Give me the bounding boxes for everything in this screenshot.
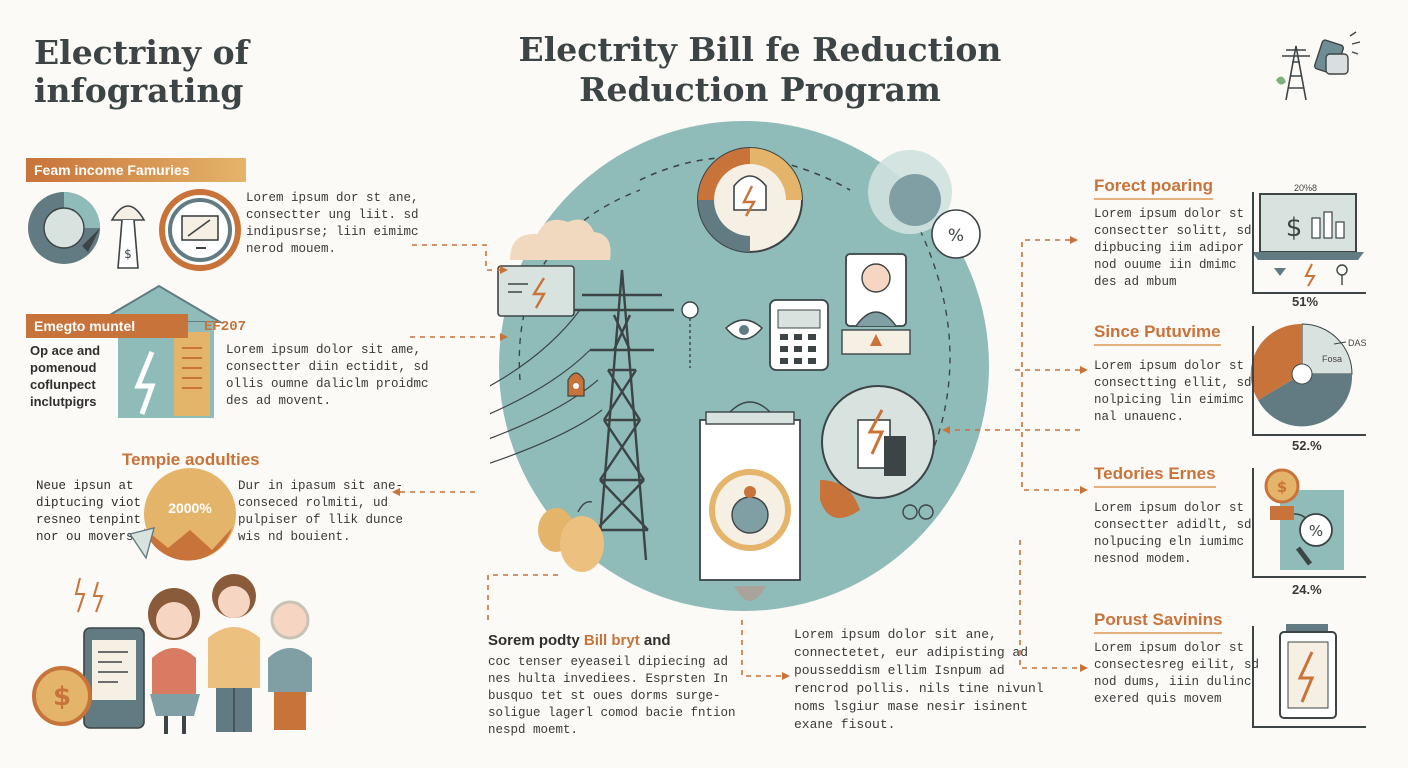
man-figure xyxy=(208,574,260,732)
central-scene: % xyxy=(490,121,989,611)
income-description: Lorem ipsum dor st ane, consectter ung l… xyxy=(246,191,419,256)
lamp-head-icon xyxy=(567,372,585,397)
monitor-ring-icon xyxy=(159,189,241,271)
tempie-side-label: Neue ipsun at diptucing viot resneo tenp… xyxy=(36,479,142,544)
page-title-line2: Reduction Program xyxy=(579,70,941,109)
svg-text:$: $ xyxy=(53,682,71,712)
calculator-icon xyxy=(769,299,829,371)
savings-description: Lorem ipsum dolor st consectesreg eilit,… xyxy=(1094,641,1260,706)
tedories-percent: 24.% xyxy=(1292,582,1322,597)
page-title: Electrity Bill fe Reduction Reduction Pr… xyxy=(430,30,1090,110)
svg-text:$: $ xyxy=(1277,478,1287,496)
forecast-heading: Forect poaring xyxy=(1094,176,1214,200)
left-title: Electriny of infograting xyxy=(34,34,249,110)
tempie-heading: Tempie aodulties xyxy=(122,450,260,469)
eye-leaf-icon xyxy=(725,319,763,340)
pie-chart-icon xyxy=(1250,323,1353,427)
tag-income-families: Feam income Famuries xyxy=(26,158,246,182)
power-tower-phone-icon xyxy=(1276,31,1361,101)
bill-heading-prefix: Sorem podty xyxy=(488,632,584,649)
grandpa-figure xyxy=(268,600,312,730)
forecast-percent: 51% xyxy=(1292,294,1319,309)
energy-description: Lorem ipsum dolor sit ame, consectter di… xyxy=(226,343,429,408)
income-icons-row: $ xyxy=(28,189,241,271)
since-description: Lorem ipsum dolor st consectting ellit, … xyxy=(1094,359,1252,424)
bill-heading-highlight: Bill bryt xyxy=(583,632,640,649)
chart-frame-2 xyxy=(1252,326,1366,436)
chart-frame-1 xyxy=(1252,192,1366,294)
left-title-line1: Electriny of xyxy=(34,33,249,72)
house-bolt-icon xyxy=(94,284,224,418)
transmission-tower xyxy=(570,269,674,561)
tag-energy-mental: Emegto muntel xyxy=(26,314,188,338)
half-pie-badge xyxy=(128,468,236,561)
since-heading: Since Putuvime xyxy=(1094,322,1221,346)
bill-heading-suffix: and xyxy=(639,632,671,649)
monitor-label: 20%8 xyxy=(1294,183,1318,193)
pie-gauge-icon xyxy=(28,192,100,264)
family-illustration: $ xyxy=(32,574,312,734)
energy-side-label: Op ace and pomenoud coflunpect inclutpig… xyxy=(30,343,101,409)
tedories-heading: Tedories Ernes xyxy=(1094,464,1216,488)
monitor-chart-icon: $ xyxy=(1252,193,1364,287)
pie-label-1: DAS xyxy=(1348,338,1367,348)
chart-frame-3 xyxy=(1252,468,1366,578)
bill-heading: Sorem podty Bill bryt and xyxy=(488,632,671,649)
phone-icon xyxy=(83,627,145,729)
energy-code: EF207 xyxy=(204,319,247,335)
pie-label-2: Fosa xyxy=(1322,354,1343,364)
percent-bubble-icon: % xyxy=(868,150,981,259)
gourd-shapes xyxy=(538,501,604,572)
svg-text:$: $ xyxy=(1286,213,1303,243)
consultant-portrait-icon xyxy=(841,253,911,355)
girl-figure xyxy=(148,588,200,734)
chart-frame-4 xyxy=(1252,626,1366,728)
savings-heading: Porust Savinins xyxy=(1094,610,1223,634)
tedories-description: Lorem ipsum dolor st consectter adidlt, … xyxy=(1094,501,1252,566)
battery-bolt-icon xyxy=(1279,624,1337,719)
bolt-sparks-icon xyxy=(74,577,104,613)
page-title-line1: Electrity Bill fe Reduction xyxy=(518,30,1002,69)
bill-description: coc tenser eyeaseil dipiecing ad nes hul… xyxy=(488,655,736,737)
coin-icon: $ xyxy=(32,666,92,726)
percent-badge-text: 2000% xyxy=(168,500,212,516)
svg-text:$: $ xyxy=(124,247,132,261)
tempie-description: Dur in ipasum sit ane- conseced rolmiti,… xyxy=(238,479,404,544)
cloud-screen-icon xyxy=(497,219,611,317)
svg-text:%: % xyxy=(948,226,964,246)
forecast-description: Lorem ipsum dolor st consectter solitt, … xyxy=(1094,207,1252,289)
since-percent: 52.% xyxy=(1292,438,1322,453)
energy-meter-panel xyxy=(699,401,801,601)
document-bolt-icon xyxy=(821,385,935,499)
center-description: Lorem ipsum dolor sit ane, connectetet, … xyxy=(794,627,1044,732)
svg-text:%: % xyxy=(1309,522,1323,540)
left-title-line2: infograting xyxy=(34,71,244,110)
dollar-stand-icon: $ xyxy=(110,205,146,269)
coin-percent-icon: $ % xyxy=(1264,468,1344,570)
lamp-gauge-icon xyxy=(697,147,803,253)
